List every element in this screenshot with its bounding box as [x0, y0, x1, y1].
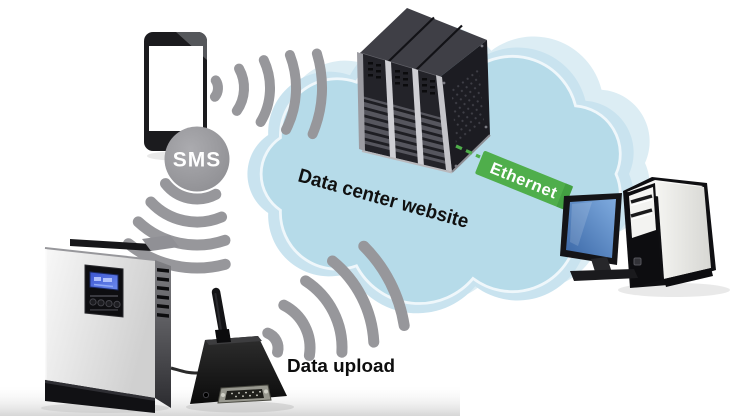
monitor-screen [566, 199, 616, 258]
phone-radio-waves-icon [209, 48, 328, 140]
server-rack-icon [357, 8, 491, 174]
sms-label: SMS [173, 149, 222, 172]
sms-badge-icon: SMS [164, 126, 230, 192]
monitor-base [570, 269, 638, 281]
upload-label: Data upload [287, 355, 395, 376]
ethernet-dash-left [455, 144, 481, 159]
antenna-icon [211, 287, 231, 343]
server-bay-slats [360, 98, 451, 162]
inverter-base [45, 380, 155, 413]
db9-pins [231, 390, 261, 398]
server-rack-rails [357, 52, 452, 172]
server-side-vents [451, 65, 484, 145]
tower-side [657, 182, 711, 279]
power-button [633, 257, 642, 266]
desktop-computer-icon [560, 177, 716, 288]
serial-cable [170, 366, 199, 375]
smartphone-icon [144, 32, 207, 151]
power-jack [202, 391, 210, 399]
mount-bracket [70, 239, 152, 251]
inverter-buttons [89, 298, 121, 308]
server-vent-dots [368, 62, 435, 95]
upload-radio-waves-icon [262, 240, 410, 361]
server-screws [442, 44, 488, 168]
inverter-icon [44, 235, 179, 413]
logger-shadow [186, 401, 294, 413]
inverter-side [155, 260, 171, 408]
sms-radio-waves-icon [122, 178, 231, 274]
phone-screen [149, 46, 203, 131]
gsm-data-logger-icon [190, 287, 287, 404]
inverter-side-vents [157, 268, 169, 318]
drive-bay-slots [630, 194, 653, 218]
inverter-front [45, 248, 155, 398]
